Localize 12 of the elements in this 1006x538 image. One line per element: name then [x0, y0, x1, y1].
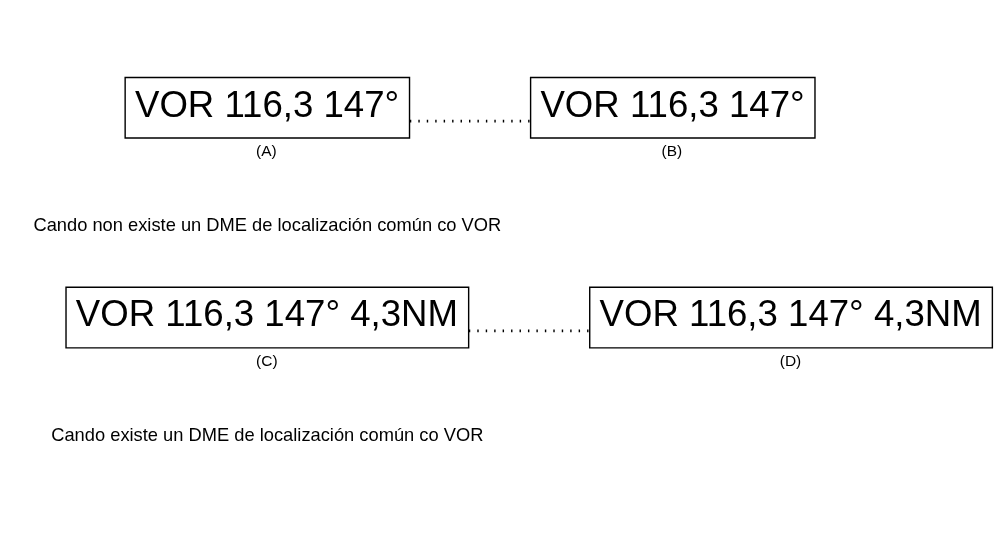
label: Cando existe un DME de localización común co VOR [50, 423, 483, 445]
node-box: VOR 116,3 147° 4,3NM [64, 286, 469, 349]
node-box: VOR 116,3 147° [123, 76, 410, 139]
connector [409, 119, 531, 123]
node-label: (D) [779, 351, 801, 369]
node-box: VOR 116,3 147° [529, 76, 816, 139]
label: Cando non existe un DME de localización común co VOR [32, 213, 501, 235]
node-box: VOR 116,3 147° 4,3NM [588, 286, 993, 349]
connector [468, 329, 590, 333]
node-label: (A) [255, 142, 277, 160]
node-label: (B) [661, 142, 682, 160]
node-label: (C) [255, 351, 278, 369]
